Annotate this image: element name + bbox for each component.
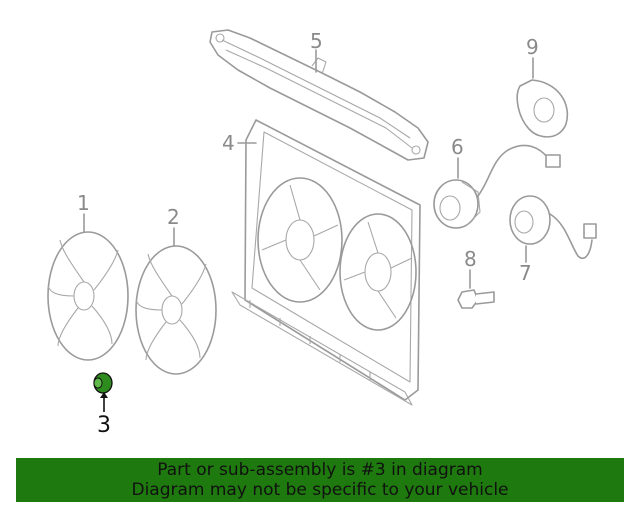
callout-2: 2 bbox=[167, 205, 180, 229]
part-8-bolt bbox=[457, 289, 495, 309]
callout-8: 8 bbox=[464, 247, 477, 271]
callout-3: 3 bbox=[97, 413, 111, 438]
part-2-fan bbox=[135, 245, 217, 375]
callout-9: 9 bbox=[526, 35, 539, 59]
banner-line-2: Diagram may not be specific to your vehi… bbox=[131, 480, 509, 500]
banner-line-1: Part or sub-assembly is #3 in diagram bbox=[157, 460, 483, 480]
part-1-fan bbox=[47, 231, 129, 361]
part-3-nut bbox=[93, 372, 113, 394]
callout-7: 7 bbox=[519, 261, 532, 285]
parts-diagram: 5 4 1 2 3 bbox=[47, 29, 597, 438]
part-9-cover bbox=[516, 79, 569, 138]
callout-4: 4 bbox=[222, 131, 235, 155]
callout-5: 5 bbox=[310, 29, 323, 53]
callout-1: 1 bbox=[77, 191, 90, 215]
part-7-motor bbox=[509, 195, 597, 260]
part-4-fan-shroud bbox=[231, 119, 421, 406]
info-banner: Part or sub-assembly is #3 in diagram Di… bbox=[16, 458, 624, 502]
part-6-motor bbox=[433, 144, 561, 229]
callout-6: 6 bbox=[451, 135, 464, 159]
arrow-3 bbox=[100, 392, 108, 398]
part-5-upper-bracket bbox=[209, 29, 429, 161]
